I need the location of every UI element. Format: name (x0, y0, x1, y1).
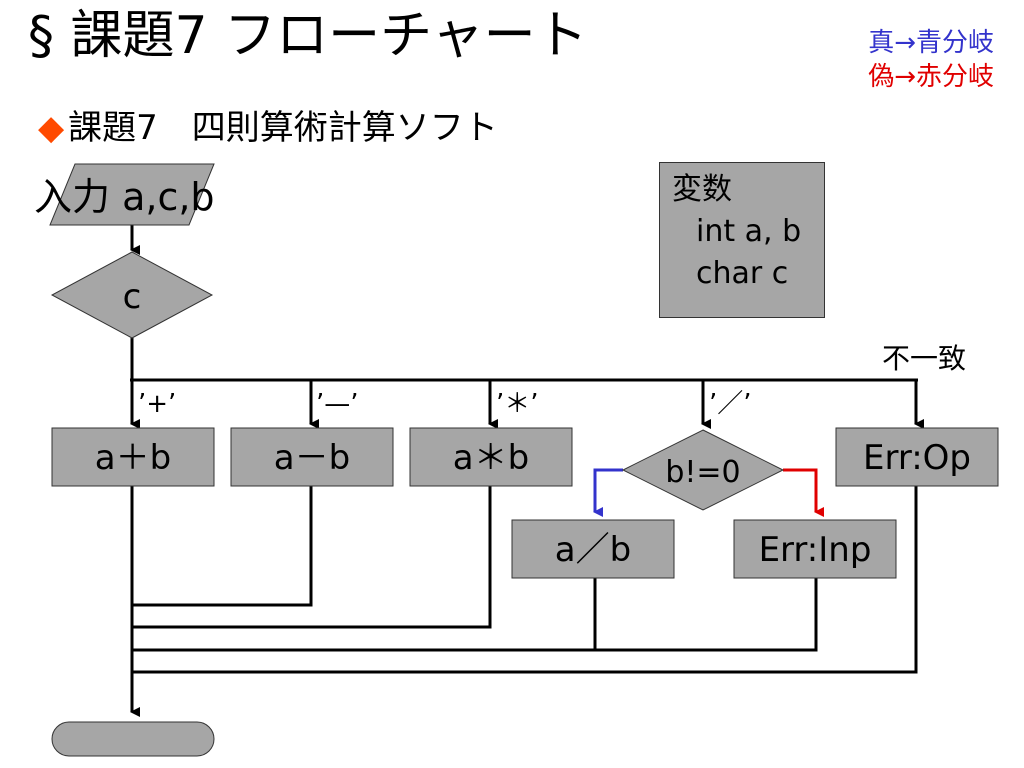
variables-box: 変数 int a, b char c (659, 162, 825, 318)
decision-b-label: b!=0 (665, 455, 740, 490)
decision-b-shape (621, 429, 785, 511)
case-mul-label: ’＊’ (496, 389, 539, 419)
decision-c-shape (50, 251, 214, 339)
case-div-label: ’／’ (709, 389, 752, 419)
false-branch-arrow (783, 468, 824, 517)
case-minus-label: ’—’ (316, 389, 359, 419)
slide-subtitle: ◆課題7 四則算術計算ソフト (38, 106, 498, 150)
legend-false-branch: 偽→赤分岐 (868, 62, 994, 92)
decision-c-label: c (123, 277, 142, 317)
div-box (511, 519, 675, 579)
variables-heading: 変数 (672, 172, 732, 207)
div-label: a／b (555, 530, 631, 570)
merge-err-op (132, 486, 918, 674)
branch-legend: 真→青分岐 偽→赤分岐 (868, 26, 994, 94)
subtitle-text: 課題7 四則算術計算ソフト (68, 108, 498, 148)
connector-lines (130, 225, 924, 717)
err-inp-box (733, 519, 897, 579)
err-inp-label: Err:Inp (759, 530, 872, 570)
variable-char-c: char c (696, 256, 789, 291)
slide-title: § 課題7 フローチャート (28, 6, 588, 66)
input-shape (49, 163, 215, 226)
merge-div (132, 578, 597, 652)
merge-err-inp (595, 578, 818, 652)
variable-int-ab: int a, b (696, 214, 802, 249)
add-box (51, 427, 215, 487)
end-terminal-shape (51, 721, 215, 757)
case-plus-label: ’+’ (138, 389, 176, 419)
merge-mul (132, 486, 492, 629)
merge-sub (132, 486, 313, 607)
mul-box (409, 427, 573, 487)
err-op-box (835, 427, 999, 487)
input-label: 入力 a,c,b (34, 175, 215, 219)
sub-box (230, 427, 394, 487)
true-branch-arrow (593, 468, 623, 517)
diamond-bullet-icon: ◆ (38, 108, 65, 148)
no-match-label: 不一致 (882, 342, 966, 375)
add-label: a＋b (95, 438, 171, 478)
legend-true-branch: 真→青分岐 (868, 28, 994, 58)
err-op-label: Err:Op (863, 438, 971, 478)
sub-label: a－b (274, 438, 350, 478)
mul-label: a＊b (453, 438, 529, 478)
